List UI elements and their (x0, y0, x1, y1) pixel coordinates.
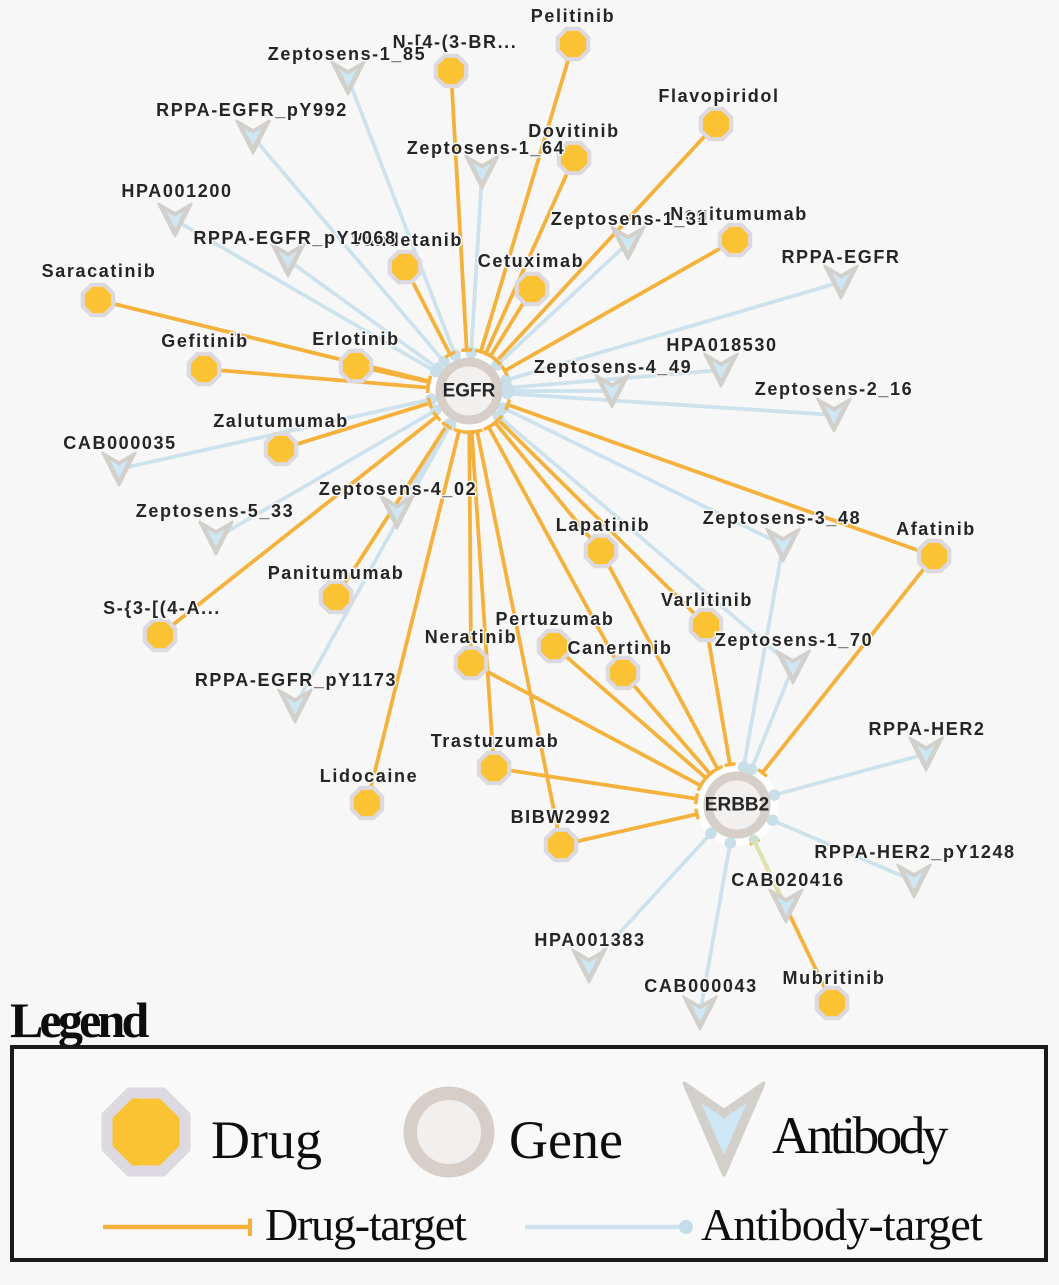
svg-text:Zeptosens-5_33: Zeptosens-5_33 (136, 501, 294, 521)
svg-text:N-[4-(3-BR...: N-[4-(3-BR... (393, 32, 518, 52)
svg-text:Lidocaine: Lidocaine (320, 766, 418, 786)
svg-text:Flavopiridol: Flavopiridol (658, 86, 779, 106)
svg-text:Gene: Gene (509, 1110, 623, 1170)
svg-text:Legend: Legend (10, 992, 150, 1048)
svg-text:Pelitinib: Pelitinib (531, 6, 615, 26)
svg-text:ERBB2: ERBB2 (705, 795, 769, 816)
svg-text:CAB000035: CAB000035 (63, 433, 176, 453)
svg-text:Negitumumab: Negitumumab (670, 204, 808, 224)
svg-text:Zeptosens-1_31: Zeptosens-1_31 (551, 209, 709, 229)
svg-text:CAB020416: CAB020416 (731, 870, 844, 890)
svg-text:Dovitinib: Dovitinib (528, 121, 619, 141)
svg-text:Zeptosens-2_16: Zeptosens-2_16 (755, 379, 913, 399)
svg-text:Zeptosens-4_02: Zeptosens-4_02 (319, 479, 477, 499)
svg-text:Vandetanib: Vandetanib (351, 230, 463, 250)
svg-text:RPPA-EGFR: RPPA-EGFR (781, 247, 900, 267)
svg-text:Zeptosens-1_64: Zeptosens-1_64 (407, 138, 565, 158)
svg-text:Saracatinib: Saracatinib (42, 261, 157, 281)
svg-text:RPPA-EGFR_pY992: RPPA-EGFR_pY992 (156, 100, 348, 120)
svg-text:Zeptosens-1_70: Zeptosens-1_70 (715, 630, 873, 650)
svg-text:S-{3-[(4-A...: S-{3-[(4-A... (103, 598, 221, 618)
svg-text:HPA001200: HPA001200 (121, 181, 232, 201)
svg-text:Drug-target: Drug-target (265, 1199, 467, 1250)
svg-text:Zeptosens-1_85: Zeptosens-1_85 (268, 44, 426, 64)
svg-text:RPPA-EGFR_pY1173: RPPA-EGFR_pY1173 (195, 670, 397, 690)
svg-text:Antibody: Antibody (772, 1107, 949, 1165)
svg-text:EGFR: EGFR (443, 381, 496, 402)
svg-text:Lapatinib: Lapatinib (556, 515, 650, 535)
svg-text:Zalutumumab: Zalutumumab (213, 411, 349, 431)
svg-text:Zeptosens-4_49: Zeptosens-4_49 (534, 357, 692, 377)
svg-text:CAB000043: CAB000043 (644, 976, 757, 996)
svg-text:RPPA-HER2: RPPA-HER2 (868, 719, 985, 739)
svg-text:Panitumumab: Panitumumab (268, 563, 405, 583)
svg-text:Trastuzumab: Trastuzumab (431, 731, 560, 751)
svg-text:RPPA-HER2_pY1248: RPPA-HER2_pY1248 (814, 842, 1015, 862)
svg-text:Pertuzumab: Pertuzumab (495, 609, 614, 629)
svg-text:Afatinib: Afatinib (896, 519, 976, 539)
svg-text:Erlotinib: Erlotinib (312, 329, 399, 349)
svg-text:Zeptosens-3_48: Zeptosens-3_48 (703, 508, 861, 528)
svg-text:Cetuximab: Cetuximab (478, 251, 584, 271)
svg-text:Drug: Drug (211, 1110, 322, 1170)
svg-text:HPA001383: HPA001383 (534, 930, 645, 950)
svg-text:RPPA-EGFR_pY1068: RPPA-EGFR_pY1068 (193, 228, 396, 248)
svg-text:HPA018530: HPA018530 (666, 335, 777, 355)
svg-text:Gefitinib: Gefitinib (161, 331, 248, 351)
svg-text:BIBW2992: BIBW2992 (511, 807, 612, 827)
svg-text:Varlitinib: Varlitinib (661, 590, 753, 610)
svg-text:Antibody-target: Antibody-target (701, 1199, 983, 1250)
svg-text:Canertinib: Canertinib (567, 638, 672, 658)
svg-text:Mubritinib: Mubritinib (783, 968, 886, 988)
svg-text:Neratinib: Neratinib (425, 627, 517, 647)
